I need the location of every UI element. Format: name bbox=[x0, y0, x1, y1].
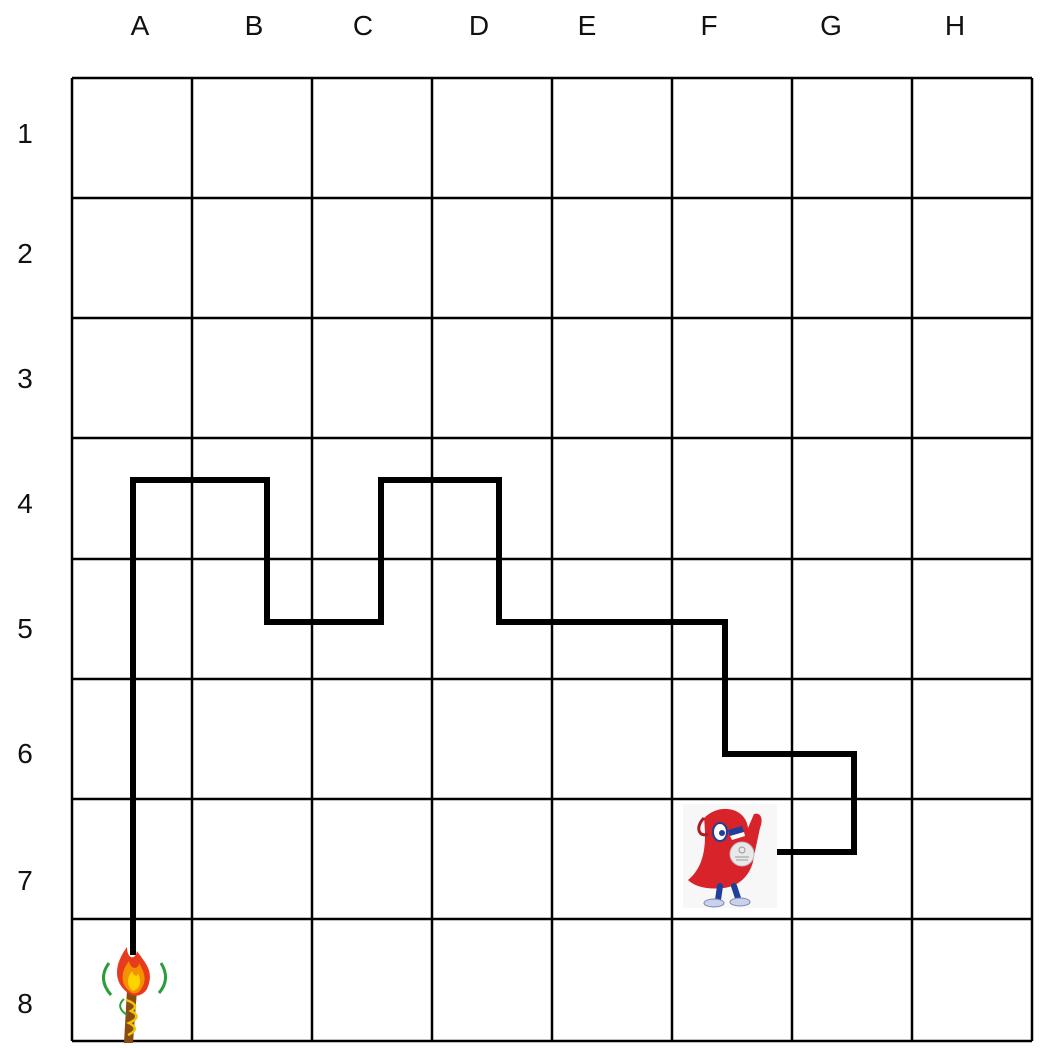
column-labels: A B C D E F G H bbox=[131, 10, 965, 41]
column-label-a: A bbox=[131, 10, 150, 41]
column-label-h: H bbox=[945, 10, 965, 41]
row-label-7: 7 bbox=[17, 865, 33, 896]
row-label-1: 1 bbox=[17, 118, 33, 149]
row-label-6: 6 bbox=[17, 738, 33, 769]
column-label-b: B bbox=[245, 10, 264, 41]
row-label-3: 3 bbox=[17, 363, 33, 394]
olympic-torch-icon bbox=[103, 947, 165, 1043]
paris-2024-mascot-icon bbox=[683, 804, 777, 908]
column-label-c: C bbox=[353, 10, 373, 41]
column-label-d: D bbox=[469, 10, 489, 41]
column-label-f: F bbox=[700, 10, 717, 41]
grid-lines bbox=[72, 78, 1032, 1041]
row-label-2: 2 bbox=[17, 238, 33, 269]
row-label-4: 4 bbox=[17, 488, 33, 519]
row-label-5: 5 bbox=[17, 613, 33, 644]
column-label-e: E bbox=[578, 10, 597, 41]
row-label-8: 8 bbox=[17, 988, 33, 1019]
row-labels: 1 2 3 4 5 6 7 8 bbox=[17, 118, 33, 1019]
column-label-g: G bbox=[820, 10, 842, 41]
